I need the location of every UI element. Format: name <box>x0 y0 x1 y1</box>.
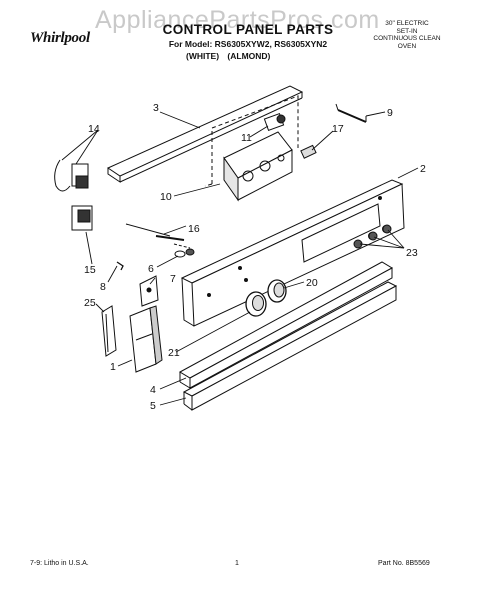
spec-line: CONTINUOUS CLEAN <box>373 35 441 42</box>
spec-line: OVEN <box>397 42 417 50</box>
callout-numbers: 3 11 10 9 17 2 23 14 16 15 8 6 7 20 21 2… <box>84 102 426 412</box>
callout-20: 20 <box>306 277 318 289</box>
callout-2: 2 <box>420 163 426 175</box>
spec-block: 30" ELECTRIC SET-IN CONTINUOUS CLEAN OVE… <box>352 20 462 50</box>
part-clip-9 <box>335 103 367 123</box>
watermark: AppliancePartsPros.com <box>95 6 380 34</box>
variant-almond: (ALMOND) <box>227 51 271 61</box>
callout-8: 8 <box>100 281 106 293</box>
page-title: CONTROL PANEL PARTS <box>162 22 334 37</box>
callout-6: 6 <box>148 263 154 275</box>
part-switch-11 <box>263 112 286 132</box>
brand-logo: Whirlpool <box>30 30 90 46</box>
part-knobs-23 <box>353 224 392 249</box>
part-switch-17 <box>300 144 317 159</box>
part-screw-8 <box>116 261 124 271</box>
part-bottom-trim-5 <box>182 281 398 411</box>
callout-17: 17 <box>332 123 344 135</box>
variant-white: (WHITE) <box>186 51 220 61</box>
spec-line: 30" ELECTRIC <box>385 20 429 27</box>
assembly-bracket <box>204 95 299 187</box>
part-harness-16 <box>125 223 191 249</box>
part-thermostat-14 <box>54 159 89 192</box>
callout-11: 11 <box>241 132 252 144</box>
callout-3: 3 <box>153 102 159 114</box>
part-switch-15 <box>71 205 93 231</box>
callout-10: 10 <box>160 191 172 203</box>
part-top-trim <box>106 85 304 183</box>
callout-14: 14 <box>88 123 100 135</box>
callout-25: 25 <box>84 297 96 309</box>
part-knob-21 <box>245 291 267 317</box>
page-number: 1 <box>235 560 239 567</box>
callout-21: 21 <box>168 347 180 359</box>
part-endcap-25 <box>101 305 117 357</box>
spec-line: SET-IN <box>396 27 418 35</box>
callout-5: 5 <box>150 400 156 412</box>
variant-line: (WHITE) (ALMOND) <box>186 51 270 61</box>
callout-16: 16 <box>188 223 200 235</box>
callout-1: 1 <box>110 361 116 373</box>
callout-4: 4 <box>150 384 156 396</box>
part-knob-20 <box>267 279 287 303</box>
print-info: 7-9: Litho in U.S.A. <box>30 560 89 567</box>
leader-lines <box>61 111 419 406</box>
callout-9: 9 <box>387 107 393 119</box>
part-endcap-1 <box>129 305 163 373</box>
part-control-panel <box>180 179 405 327</box>
part-bezel <box>223 131 293 202</box>
part-lower-trim-4 <box>178 261 394 389</box>
callout-23: 23 <box>406 247 418 259</box>
callout-7: 7 <box>170 273 176 285</box>
callout-15: 15 <box>84 264 96 276</box>
part-spacer-6 <box>174 248 195 258</box>
part-number: Part No. 8B5569 <box>378 560 430 567</box>
model-line: For Model: RS6305XYW2, RS6305XYN2 <box>168 39 328 49</box>
part-bracket-7 <box>139 275 159 307</box>
